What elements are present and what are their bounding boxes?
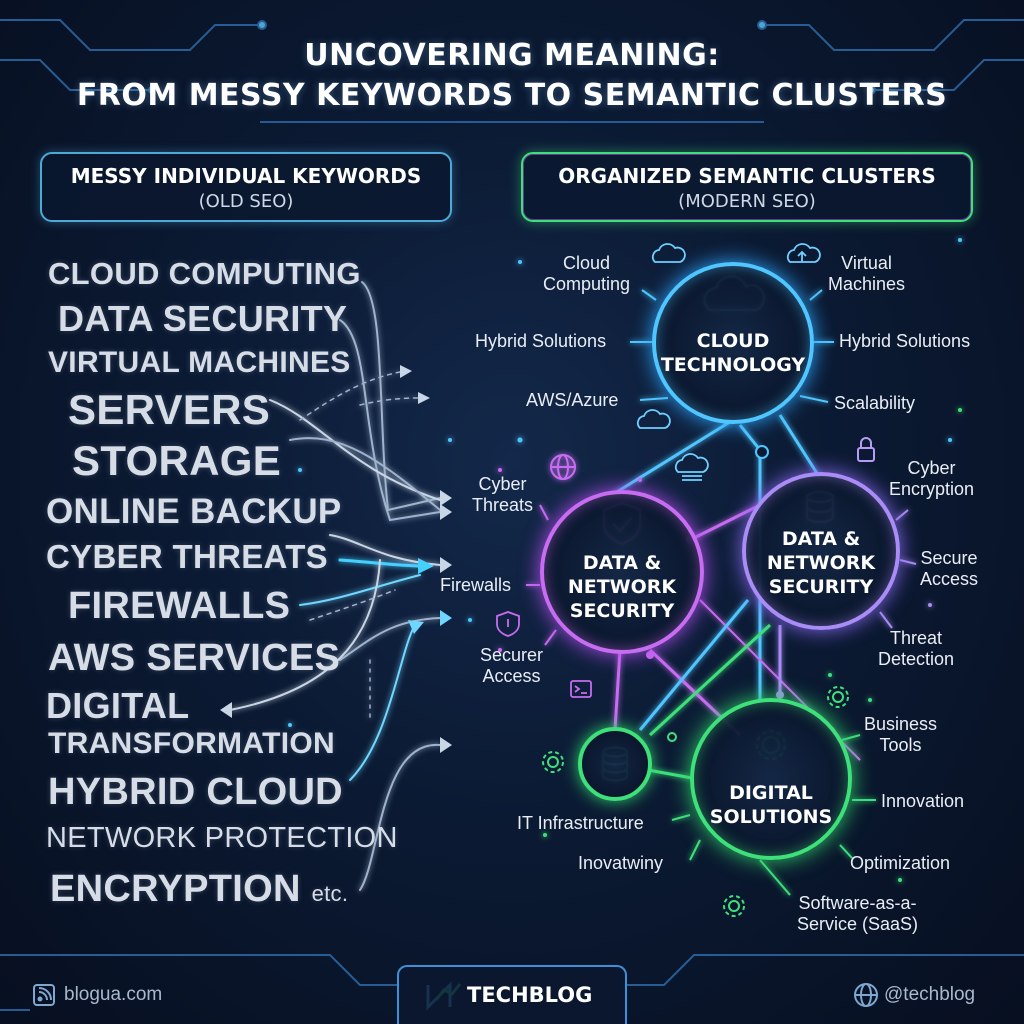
label-optimization: Optimization <box>850 853 951 873</box>
old-seo-subtitle: (OLD SEO) <box>198 191 294 212</box>
glow-dots <box>288 238 962 882</box>
brand-name: TECHBLOG <box>467 983 593 1007</box>
digital-solutions-hub: DIGITAL SOLUTIONS <box>690 698 852 860</box>
old-seo-title: MESSY INDIVIDUAL KEYWORDS <box>70 164 422 188</box>
label-firewalls: Firewalls <box>440 575 512 595</box>
label-saas: Software-as-a-Service (SaaS) <box>797 893 919 934</box>
digital-hub-line-2: SOLUTIONS <box>709 806 833 828</box>
security-left-line-2: NETWORK <box>567 576 677 598</box>
footer-social-handle[interactable]: @techblog <box>884 984 976 1005</box>
flow-arrows <box>229 281 441 891</box>
keyword-etc: etc. <box>311 881 349 906</box>
label-innovation: Innovation <box>881 791 965 811</box>
security-right-line-1: DATA & <box>781 528 861 550</box>
terminal-icon <box>570 680 592 698</box>
keyword-transformation: TRANSFORMATION <box>48 727 335 760</box>
small-gear-icon <box>542 686 849 917</box>
label-scalability: Scalability <box>834 393 916 413</box>
keyword-firewalls: FIREWALLS <box>68 585 291 627</box>
circuit-decoration-bottom <box>0 954 1024 1011</box>
modern-seo-title: ORGANIZED SEMANTIC CLUSTERS <box>558 164 936 188</box>
circuit-decoration-top <box>0 19 1024 123</box>
title-line-2: FROM MESSY KEYWORDS TO SEMANTIC CLUSTERS <box>76 78 948 113</box>
label-hybrid-solutions-left: Hybrid Solutions <box>475 331 607 351</box>
label-hybrid-solutions-right: Hybrid Solutions <box>839 331 971 351</box>
security-right-line-3: SECURITY <box>768 576 874 598</box>
old-seo-panel: MESSY INDIVIDUAL KEYWORDS (OLD SEO) <box>40 152 452 222</box>
security-left-line-1: DATA & <box>582 552 662 574</box>
keyword-cyber-threats: CYBER THREATS <box>46 538 328 575</box>
cloud-technology-hub: CLOUD TECHNOLOGY <box>652 262 814 424</box>
security-hub-left: DATA & NETWORK SECURITY <box>540 490 704 654</box>
keyword-storage: STORAGE <box>72 437 282 484</box>
modern-seo-subtitle: (MODERN SEO) <box>678 191 816 212</box>
keyword-digital: DIGITAL <box>46 685 190 726</box>
cloud-hub-line-1: CLOUD <box>696 330 770 352</box>
label-it-infrastructure: IT Infrastructure <box>517 813 644 833</box>
security-right-line-2: NETWORK <box>766 552 876 574</box>
keyword-virtual-machines: VIRTUAL MACHINES <box>48 346 351 379</box>
brand-box: TECHBLOG <box>397 965 627 1024</box>
security-left-line-3: SECURITY <box>569 600 675 622</box>
modern-seo-panel: ORGANIZED SEMANTIC CLUSTERS (MODERN SEO) <box>521 152 973 222</box>
padlock-icon <box>857 437 875 462</box>
small-cloud-icon <box>651 243 686 263</box>
it-infrastructure-node <box>578 727 652 801</box>
security-hub-right: DATA & NETWORK SECURITY <box>742 472 900 630</box>
keyword-encryption: ENCRYPTION etc. <box>50 868 348 911</box>
cloud-upload-icon <box>786 243 821 263</box>
keyword-hybrid-cloud: HYBRID CLOUD <box>48 771 343 813</box>
globe-icon <box>550 454 576 480</box>
globe-footer-icon <box>854 983 878 1007</box>
cloud-hub-line-2: TECHNOLOGY <box>660 354 806 376</box>
keyword-aws-services: AWS SERVICES <box>48 637 341 679</box>
keyword-encryption-text: ENCRYPTION <box>50 868 301 910</box>
label-inovatwiny: Inovatwiny <box>578 853 664 873</box>
digital-hub-line-1: DIGITAL <box>729 782 813 804</box>
keyword-data-security: DATA SECURITY <box>58 298 348 339</box>
keyword-servers: SERVERS <box>68 386 271 433</box>
keyword-cloud-computing: CLOUD COMPUTING <box>48 256 361 291</box>
rss-icon <box>33 984 55 1006</box>
cloud-network-icon <box>636 409 671 429</box>
shield-icon <box>496 611 520 637</box>
footer-website[interactable]: blogua.com <box>64 984 163 1005</box>
arrow-heads <box>220 365 452 753</box>
keyword-network-protection: NETWORK PROTECTION <box>46 822 398 854</box>
keyword-online-backup: ONLINE BACKUP <box>46 492 342 531</box>
title-line-1: UNCOVERING MEANING: <box>304 38 720 73</box>
label-aws-azure: AWS/Azure <box>526 390 619 410</box>
cloud-server-icon <box>674 453 709 481</box>
